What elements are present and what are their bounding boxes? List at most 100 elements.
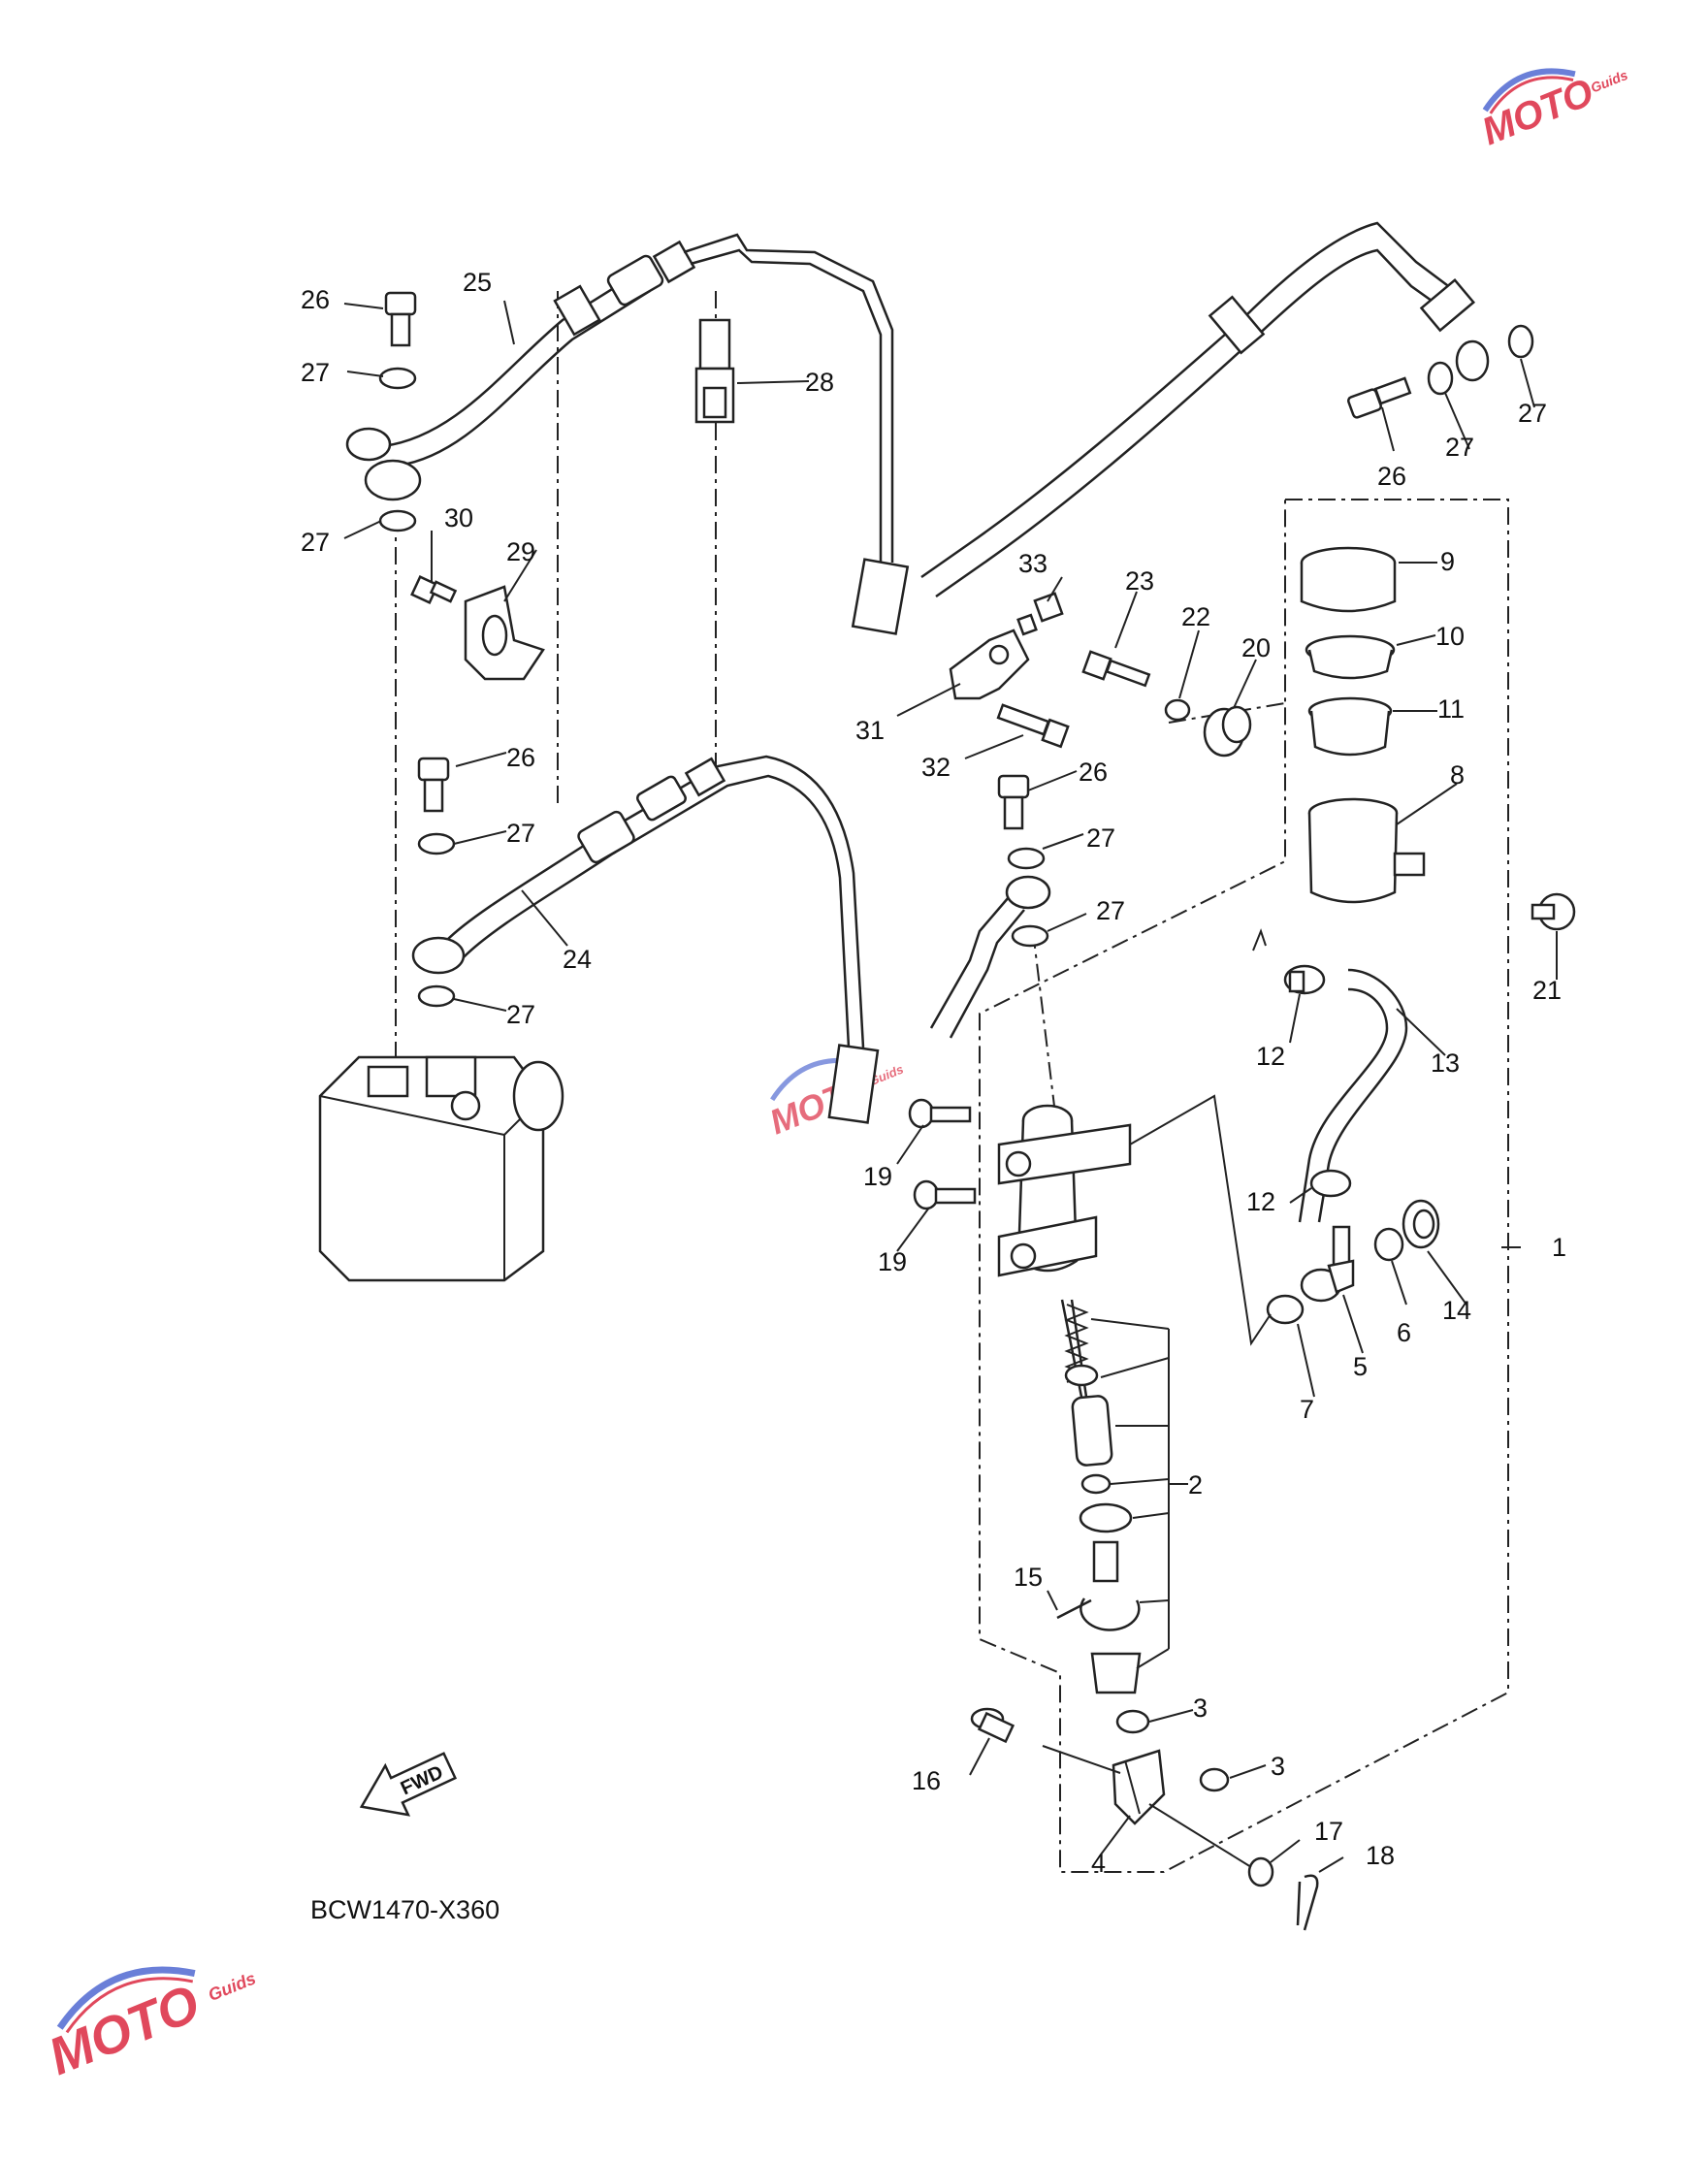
cap-14 [1402, 1199, 1440, 1249]
copper-washer-27d [417, 984, 456, 1008]
svg-text:Guids: Guids [1589, 67, 1630, 96]
master-cylinder-body [997, 1104, 1132, 1277]
washer-17 [1247, 1856, 1274, 1887]
pin-15 [1056, 1598, 1092, 1620]
callout-13: 13 [1431, 1048, 1460, 1078]
diaphragm-11 [1307, 696, 1393, 757]
hose-clip-12a [1283, 964, 1326, 995]
callout-19b: 19 [878, 1247, 907, 1276]
bolt-33 [1016, 592, 1064, 636]
callout-12b: 12 [1246, 1187, 1275, 1216]
nut-3b [1199, 1767, 1230, 1792]
callout-26c: 26 [1079, 758, 1108, 787]
callout-3a: 3 [1193, 1693, 1208, 1723]
bolt-19b [913, 1179, 977, 1210]
callout-11: 11 [1437, 694, 1465, 724]
callout-30: 30 [444, 503, 473, 532]
callout-27f: 27 [1096, 896, 1125, 925]
washer-22 [1164, 698, 1191, 722]
union-bolt-26b [417, 757, 450, 813]
centerline-body [1032, 930, 1058, 1131]
callout-27c: 27 [506, 819, 535, 848]
forward-direction-arrow: FWD [359, 1752, 458, 1817]
callout-27h: 27 [1518, 399, 1547, 428]
hose-clip-12b [1309, 1169, 1352, 1198]
diaphragm-plate-10 [1305, 634, 1396, 680]
callout-33: 33 [1018, 549, 1047, 578]
o-ring-7 [1266, 1294, 1305, 1325]
callout-15: 15 [1014, 1563, 1043, 1592]
reservoir-hose-13 [1298, 968, 1408, 1223]
callout-4: 4 [1091, 1849, 1106, 1878]
callout-27d: 27 [506, 1000, 535, 1029]
callout-29: 29 [506, 537, 535, 566]
watermark-logo-bottom-left: MOTO Guids [41, 1966, 259, 2086]
callout-labels: 1 2 3 3 4 5 6 7 8 9 10 11 12 12 13 14 15… [301, 268, 1566, 1878]
leader-lines [343, 300, 1558, 1873]
reservoir-cap-9 [1300, 546, 1397, 613]
callout-19a: 19 [863, 1162, 892, 1191]
copper-washer-27e [1007, 847, 1046, 870]
pin-16 [970, 1707, 1015, 1744]
screw-30 [410, 575, 458, 604]
nut-3a [1115, 1709, 1150, 1734]
brake-hose-upper-right [920, 221, 1490, 598]
bolt-23 [1081, 650, 1151, 688]
callout-21: 21 [1532, 976, 1562, 1005]
callout-7: 7 [1300, 1395, 1314, 1424]
callout-24: 24 [563, 945, 592, 974]
clevis-4 [1112, 1749, 1166, 1825]
copper-washer-27a [378, 367, 417, 390]
callout-20: 20 [1241, 633, 1271, 662]
hose-joint-5 [1300, 1225, 1355, 1303]
callout-27a: 27 [301, 358, 330, 387]
grommet-20 [1203, 705, 1252, 758]
brake-hose-mid [929, 875, 1051, 1039]
svg-text:MOTO: MOTO [1476, 71, 1599, 153]
copper-washer-27c [417, 832, 456, 855]
callout-16: 16 [912, 1766, 941, 1795]
copper-washer-27b [378, 509, 417, 532]
callout-14: 14 [1442, 1296, 1471, 1325]
callout-27b: 27 [301, 528, 330, 557]
callout-18: 18 [1366, 1841, 1395, 1870]
bolt-32 [996, 703, 1070, 749]
callout-31: 31 [855, 716, 885, 745]
callout-3b: 3 [1271, 1752, 1285, 1781]
callout-22: 22 [1181, 602, 1210, 631]
callout-25: 25 [463, 268, 492, 297]
callout-27g: 27 [1445, 433, 1474, 462]
callout-23: 23 [1125, 566, 1154, 596]
callout-12a: 12 [1256, 1042, 1285, 1071]
copper-washer-27h [1507, 324, 1534, 359]
callout-27e: 27 [1086, 823, 1115, 853]
abs-hydraulic-unit [318, 1055, 564, 1282]
hose-clip-28 [694, 318, 735, 424]
callout-26d: 26 [1377, 462, 1406, 491]
watermark-logo-top-right: MOTO Guids [1476, 67, 1630, 154]
circlip-6 [1373, 1227, 1404, 1262]
diagram-code: BCW1470-X360 [310, 1895, 500, 1924]
hose-holder-29 [464, 585, 545, 681]
callout-1: 1 [1552, 1233, 1566, 1262]
callout-8: 8 [1450, 760, 1465, 790]
callout-5: 5 [1353, 1352, 1368, 1381]
union-bolt-26d [1347, 376, 1412, 419]
piston-kit-2 [1060, 1299, 1142, 1694]
callout-26b: 26 [506, 743, 535, 772]
bolt-19a [908, 1098, 972, 1129]
svg-text:MOTO: MOTO [41, 1974, 208, 2086]
callout-32: 32 [921, 753, 951, 782]
callout-17: 17 [1314, 1817, 1343, 1846]
callout-2: 2 [1188, 1470, 1203, 1500]
svg-text:Guids: Guids [206, 1968, 259, 2005]
union-bolt-26a [384, 291, 417, 347]
callout-9: 9 [1440, 547, 1455, 576]
reservoir-tank-8 [1307, 797, 1426, 904]
brake-hose-24 [411, 755, 880, 1124]
union-bolt-26c [997, 774, 1030, 830]
callout-10: 10 [1435, 622, 1465, 651]
callout-28: 28 [805, 368, 834, 397]
copper-washer-27g [1427, 361, 1454, 396]
